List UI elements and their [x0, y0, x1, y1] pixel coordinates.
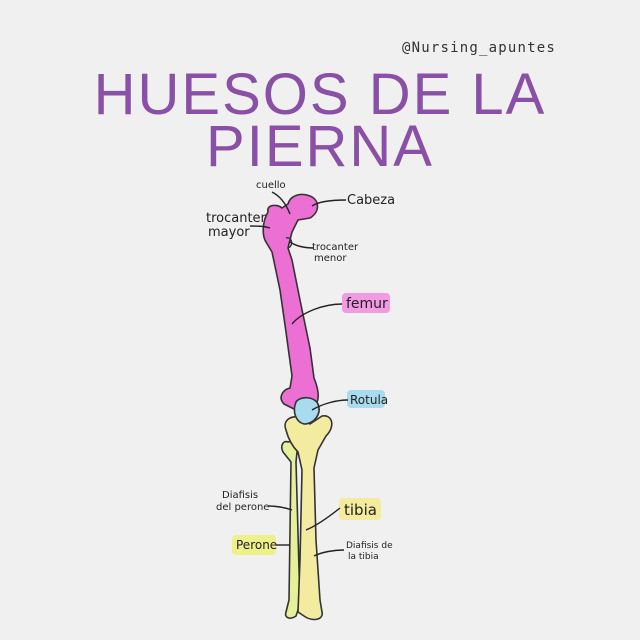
pointer-femur	[291, 303, 343, 325]
tibia-highlight	[339, 498, 381, 520]
femur-bone	[262, 193, 319, 411]
title-line-2: PIERNA	[206, 114, 434, 179]
pointer-diafisis-tibia	[313, 549, 345, 557]
rotula-highlight	[347, 390, 385, 408]
label-trocanter-mayor-2: mayor	[208, 225, 250, 240]
pointer-trocanter-menor	[289, 241, 315, 249]
pointer-trocanter-mayor	[249, 225, 271, 229]
femur-highlight	[342, 293, 390, 313]
pointer-rotula	[311, 399, 349, 411]
pointer-cuello	[271, 191, 291, 215]
label-trocanter-menor-2: menor	[314, 253, 347, 264]
pointer-tibia	[305, 507, 341, 531]
label-tibia: tibia	[344, 501, 377, 519]
label-trocanter-menor-1: trocanter	[312, 242, 359, 253]
pointer-cabeza	[311, 199, 347, 207]
label-cuello: cuello	[256, 180, 286, 191]
label-diafisis-tibia-2: la tibia	[348, 552, 379, 562]
author-credit: @Nursing_apuntes	[401, 40, 556, 56]
rotula-bone	[293, 396, 320, 425]
label-femur: femur	[346, 296, 388, 312]
label-perone: Perone	[236, 538, 277, 552]
pointer-diafisis-perone	[267, 505, 293, 511]
label-diafisis-perone-1: Diafisis	[222, 490, 258, 501]
label-cabeza: Cabeza	[347, 193, 395, 208]
label-diafisis-tibia-1: Diafisis de	[346, 541, 393, 551]
perone-highlight	[232, 535, 276, 555]
title-line-1: HUESOS DE LA	[93, 62, 547, 127]
label-diafisis-perone-2: del perone	[216, 502, 269, 513]
label-rotula: Rotula	[350, 393, 388, 407]
label-trocanter-mayor-1: trocanter	[206, 211, 267, 226]
trocanter-menor-bump	[285, 237, 293, 249]
pointer-lines	[249, 191, 349, 557]
perone-bone	[281, 440, 301, 619]
